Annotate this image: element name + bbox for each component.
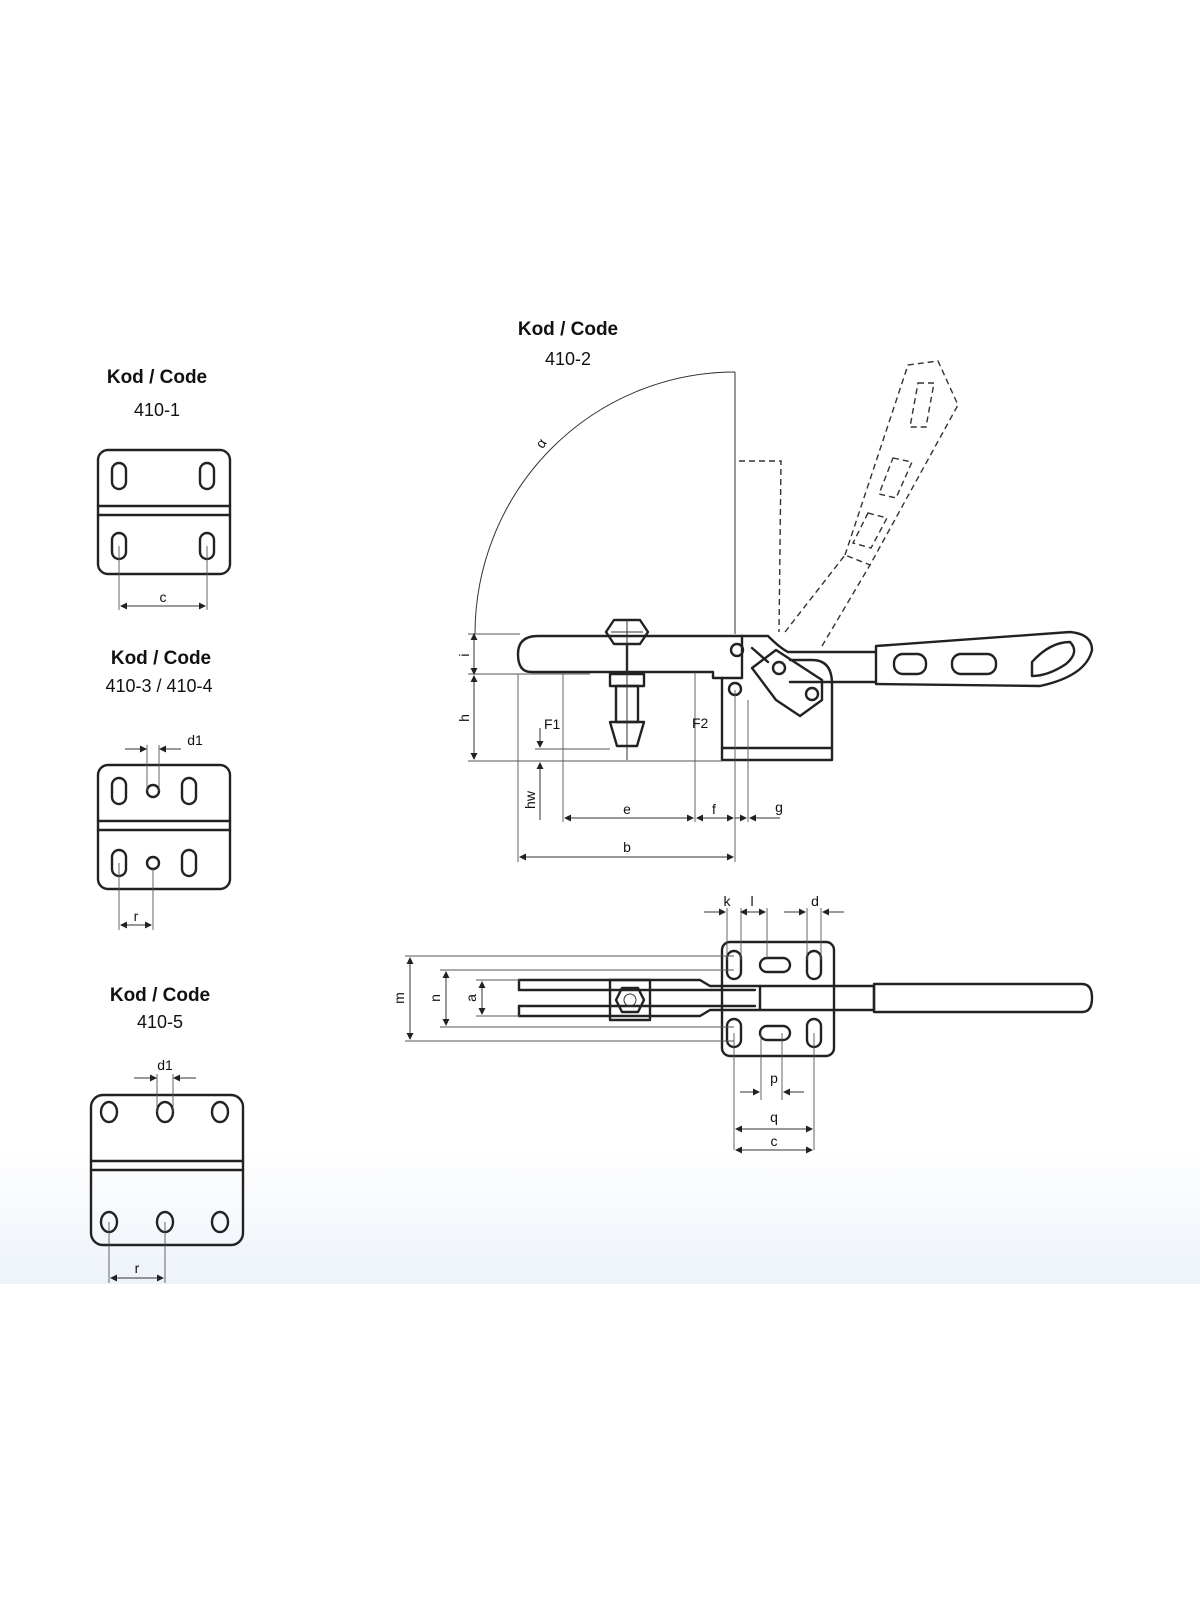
dim-h: h [456,714,472,722]
code-410-3: 410-3 / 410-4 [105,676,212,696]
code-410-1: 410-1 [134,400,180,420]
code-410-2: 410-2 [545,349,591,369]
dim-k: k [724,893,732,909]
dim-alpha: α [532,435,550,451]
dim-r-410-3: r [134,908,139,924]
heading-410-5: Kod / Code [110,985,210,1006]
label-F1: F1 [544,716,561,732]
dim-d1-410-3: d1 [187,732,203,748]
heading-410-3: Kod / Code [111,648,211,669]
dim-hw: hw [522,790,538,809]
dim-d1-410-5: d1 [157,1057,173,1073]
heading-410-1: Kod / Code [107,367,207,388]
dim-q: q [770,1109,778,1125]
dim-b: b [623,839,631,855]
dim-f: f [712,801,716,817]
dim-n: n [427,994,443,1002]
dim-p: p [770,1070,778,1086]
bottom-fade [0,1150,1200,1284]
dim-c-top: c [771,1133,778,1149]
dim-i: i [456,653,472,656]
dim-r-410-5: r [135,1260,140,1276]
heading-410-2: Kod / Code [518,319,618,340]
dim-g: g [775,799,783,815]
dim-e: e [623,801,631,817]
plate-410-1: Kod / Code 410-1 c [96,367,232,610]
dim-c-410-1: c [160,589,167,605]
plate-410-3-410-4: Kod / Code 410-3 / 410-4 d1 r [96,648,232,930]
dim-a: a [463,994,479,1002]
label-F2: F2 [692,715,709,731]
dim-l: l [750,893,753,909]
code-410-5: 410-5 [137,1012,183,1032]
side-view-410-2: Kod / Code 410-2 α [456,319,1094,862]
plate-410-5: Kod / Code 410-5 d1 r [89,985,245,1283]
dim-d: d [811,893,819,909]
top-view: k l d m n a p q c [391,893,1094,1154]
dim-m: m [391,992,407,1004]
